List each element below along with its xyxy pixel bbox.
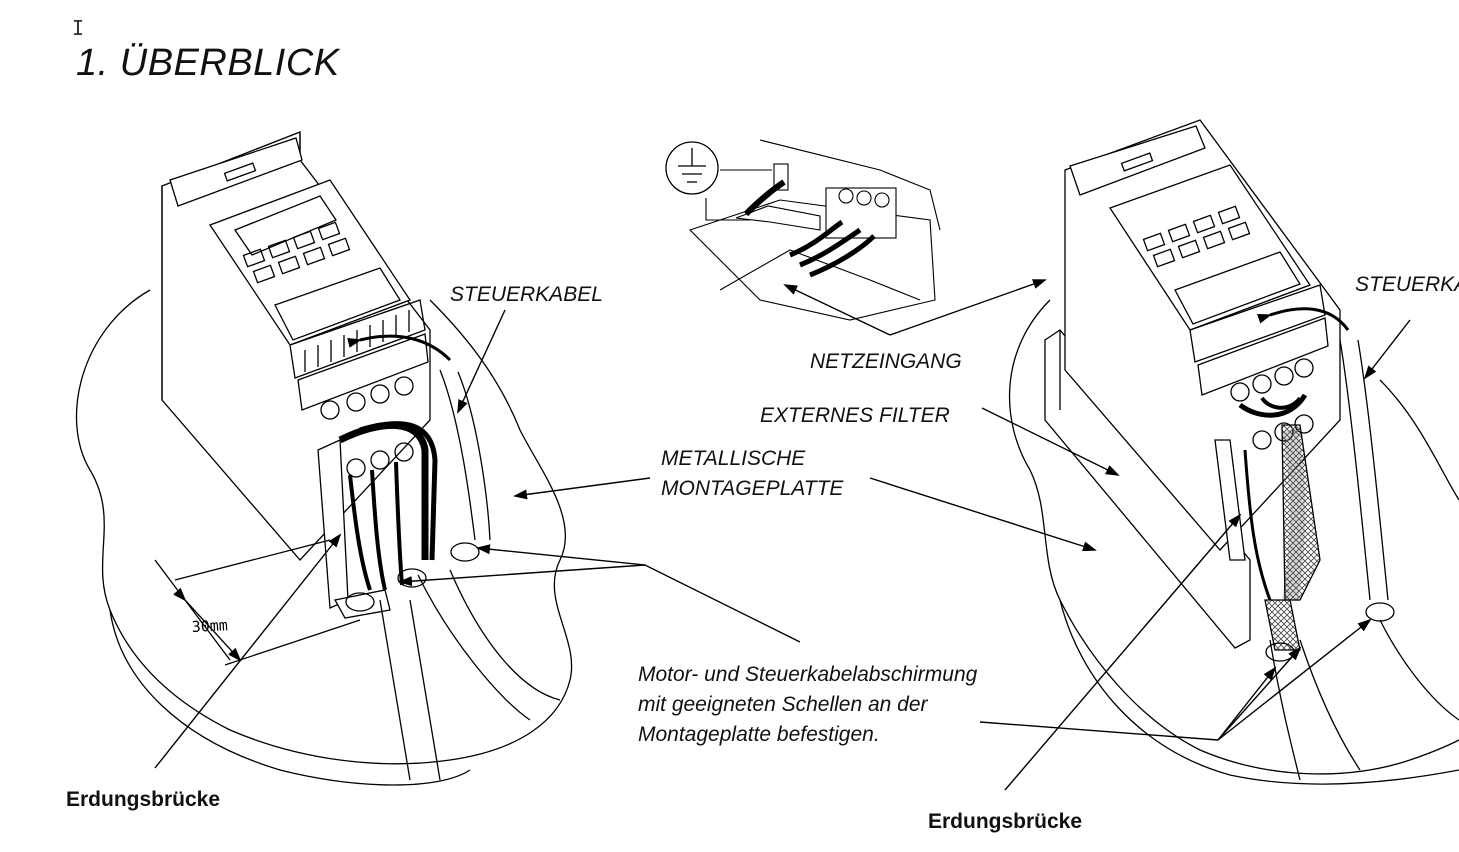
label-steuerkabel-left: STEUERKABEL <box>450 283 603 306</box>
dimension-label: 30mm <box>191 616 228 636</box>
label-erdungsbruecke-left: Erdungsbrücke <box>66 788 221 811</box>
left-assembly <box>75 131 573 786</box>
note-line-2: mit geeigneten Schellen an der <box>638 693 928 716</box>
leader-lines <box>154 279 1411 791</box>
keypad-buttons-left <box>242 221 351 284</box>
note-line-1: Motor- und Steuerkabelabschirmung <box>638 663 978 686</box>
text-cursor: I <box>72 16 85 40</box>
page-title: 1. ÜBERBLICK <box>76 42 340 84</box>
label-externes-filter: EXTERNES FILTER <box>760 404 950 427</box>
shield-clamp-note: Motor- und Steuerkabelabschirmung mit ge… <box>638 660 977 750</box>
earth-ground-icon <box>665 141 719 195</box>
label-montageplatte-line1: METALLISCHE <box>661 447 806 470</box>
label-erdungsbruecke-right: Erdungsbrücke <box>928 810 1083 833</box>
label-montageplatte-line2: MONTAGEPLATTE <box>661 477 844 500</box>
keypad-buttons-right <box>1142 205 1251 268</box>
right-assembly <box>1008 119 1459 785</box>
label-steuerkabel-right: STEUERKA <box>1355 273 1459 296</box>
note-line-3: Montageplatte befestigen. <box>638 723 880 746</box>
mains-input-detail <box>688 139 941 321</box>
label-netzeingang: NETZEINGANG <box>810 350 962 373</box>
